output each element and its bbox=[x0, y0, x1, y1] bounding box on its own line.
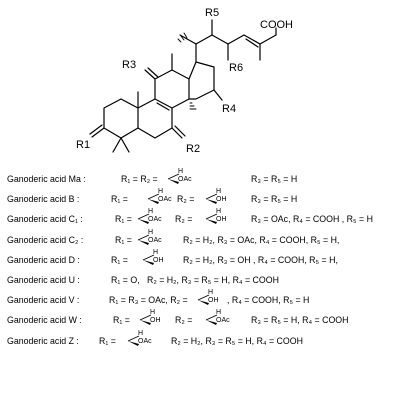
compound-name: Ganoderic acid C₁ : bbox=[7, 214, 83, 225]
r-assignment-rest: R₂ = H₂, R₃ = R₅ = H, R₄ = COOH bbox=[147, 275, 279, 285]
wedge-h-label: H bbox=[178, 168, 184, 175]
wedge-group-label: OH bbox=[150, 317, 161, 325]
r-assignment: R₁ = bbox=[113, 315, 130, 326]
wedge-group-label: OAc bbox=[148, 216, 162, 224]
compound-name: Ganoderic acid U : bbox=[7, 275, 80, 285]
wedge-group-label: OAc bbox=[148, 236, 162, 244]
wedge-h-label: H bbox=[138, 329, 144, 337]
r-assignment-rest: R₃ = R₅ = H, R₄ = COOH bbox=[251, 315, 349, 326]
wedge-group-label: OAc bbox=[138, 337, 152, 345]
r-assignment: R₁ = R₂ = bbox=[121, 174, 158, 184]
wedge-h-label: H bbox=[148, 228, 154, 236]
compound-name: Ganoderic acid Z : bbox=[7, 335, 79, 346]
r-assignment-rest: R₂ = H₂, R₃ = R₅ = H, R₄ = COOH bbox=[171, 335, 303, 346]
r-assignment: R₁ = bbox=[115, 234, 132, 245]
compound-name: Ganoderic acid C₂ : bbox=[7, 234, 84, 245]
ring-c bbox=[154, 69, 190, 109]
wedge-h-label: H bbox=[148, 208, 154, 216]
compound-name: Ganoderic acid V : bbox=[7, 295, 80, 306]
r-assignment: R₁ = bbox=[99, 335, 116, 346]
cooh-label: COOH bbox=[260, 19, 293, 31]
ring-d bbox=[188, 61, 215, 100]
wedge-h-label: H bbox=[150, 309, 156, 317]
wedge-h-label: H bbox=[216, 309, 222, 317]
wedge-group-label: OH bbox=[216, 196, 227, 204]
r5-label: R5 bbox=[205, 7, 219, 19]
r-assignment-rest: R₂ = H₂, R₃ = OH , R₄ = COOH, R₅ = H, bbox=[183, 254, 338, 265]
r-assignment: R₁ = bbox=[111, 194, 128, 205]
wedge-group-label: OAc bbox=[178, 176, 192, 183]
wedge-h-label: H bbox=[216, 208, 222, 216]
wedge-group-label: OH bbox=[216, 216, 227, 224]
wedge-group-label: OAc bbox=[158, 196, 172, 204]
ring-a bbox=[103, 98, 139, 139]
r1-label: R1 bbox=[76, 139, 90, 151]
compound-name: Ganoderic acid W : bbox=[7, 315, 82, 326]
wedge-h-label: H bbox=[158, 188, 164, 196]
ring-b bbox=[137, 98, 173, 139]
wedge-h-label: H bbox=[153, 248, 159, 256]
r-assignment: R₁ = R₃ = OAc, R₂ = bbox=[109, 295, 188, 306]
wedge-group-label: OH bbox=[208, 297, 219, 305]
r-assignment-rest: R₃ = OAc, R₄ = COOH , R₅ = H bbox=[251, 214, 373, 225]
r-assignment-rest: R₃ = R₅ = H bbox=[251, 174, 298, 184]
compound-name: Ganoderic acid B : bbox=[7, 194, 80, 205]
wedge-group-label: OH bbox=[153, 256, 164, 264]
steroid-structure: R3 R1 R2 R4 R5 R6 COOH bbox=[76, 7, 293, 155]
r-assignment: R₂ = bbox=[175, 315, 193, 326]
r6-label: R6 bbox=[229, 62, 243, 74]
wedge-h-label: H bbox=[208, 289, 214, 297]
r-assignment-rest: , R₄ = COOH, R₅ = H bbox=[227, 295, 310, 306]
r4-label: R4 bbox=[222, 103, 236, 115]
wedge-group-label: OAc bbox=[216, 317, 230, 325]
r-assignment: R₁ = bbox=[111, 254, 128, 265]
r-assignment: R₂ = bbox=[175, 214, 193, 225]
r-assignment: R₁ = bbox=[115, 214, 132, 225]
r-assignment: R₁ = O, bbox=[111, 275, 140, 285]
r-assignment-rest: R₃ = R₅ = H bbox=[251, 194, 298, 205]
r-assignment-rest: R₂ = H₂, R₃ = OAc, R₄ = COOH, R₅ = H, bbox=[183, 234, 340, 245]
compound-name: Ganoderic acid Ma : bbox=[7, 174, 86, 184]
compound-name: Ganoderic acid D : bbox=[7, 254, 80, 265]
r3-label: R3 bbox=[122, 59, 136, 71]
r2-label: R2 bbox=[186, 143, 200, 155]
r-assignment: R₂ = bbox=[177, 194, 195, 205]
wedge-h-label: H bbox=[216, 188, 222, 196]
